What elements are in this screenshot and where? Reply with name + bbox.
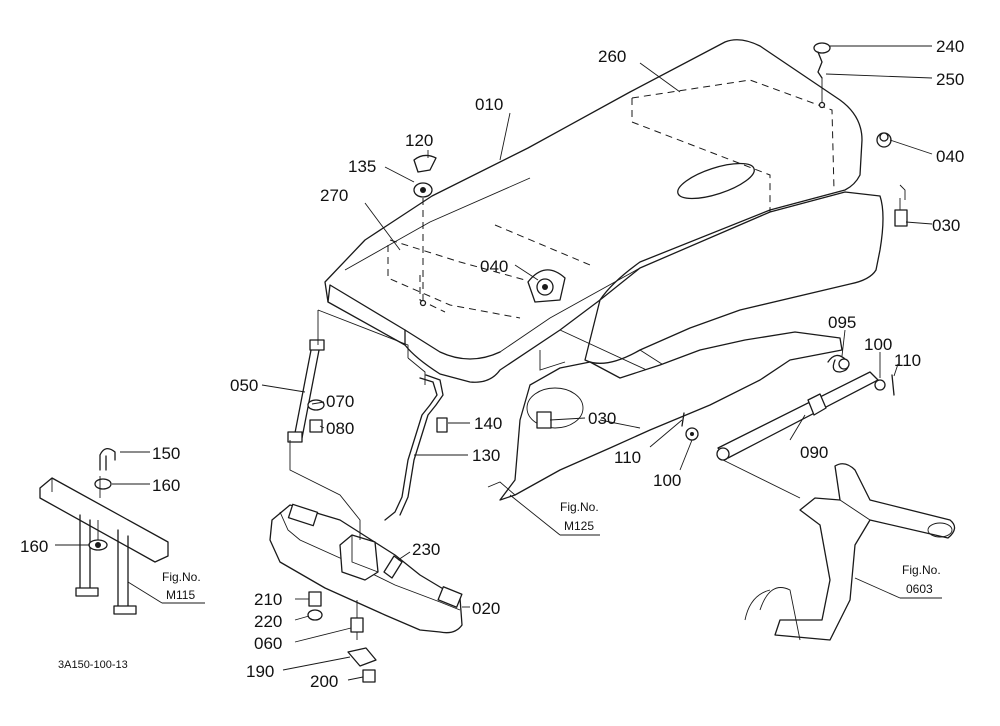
label-050: 050 <box>230 376 258 395</box>
ref-m115-line1[interactable]: Fig.No. <box>162 570 201 584</box>
ref-m125-line2[interactable]: M125 <box>564 519 594 533</box>
label-190: 190 <box>246 662 274 681</box>
label-160-top: 160 <box>152 476 180 495</box>
label-030-center: 030 <box>588 409 616 428</box>
label-090: 090 <box>800 443 828 462</box>
bumper-part <box>269 503 463 634</box>
bar-090-part <box>716 371 879 461</box>
label-160-left: 160 <box>20 537 48 556</box>
label-250: 250 <box>936 70 964 89</box>
hardware-parts <box>88 42 908 683</box>
label-070: 070 <box>326 392 354 411</box>
label-095: 095 <box>828 313 856 332</box>
ref-0603-line1[interactable]: Fig.No. <box>902 563 941 577</box>
stay-050-part <box>287 339 325 443</box>
drawing-code: 3A150-100-13 <box>58 659 128 671</box>
label-130: 130 <box>472 446 500 465</box>
side-panel-part <box>487 331 843 501</box>
label-040-center: 040 <box>480 257 508 276</box>
label-110-right: 110 <box>894 351 921 370</box>
ref-0603-line2[interactable]: 0603 <box>906 582 933 596</box>
label-110-center: 110 <box>614 448 641 467</box>
ref-m125-line1[interactable]: Fig.No. <box>560 500 599 514</box>
label-230: 230 <box>412 540 440 559</box>
frame-0603-part <box>744 463 956 641</box>
label-210: 210 <box>254 590 282 609</box>
label-120: 120 <box>405 131 433 150</box>
label-270: 270 <box>320 186 348 205</box>
label-030-right: 030 <box>932 216 960 235</box>
label-240: 240 <box>936 37 964 56</box>
ref-m115-line2[interactable]: M115 <box>166 588 195 602</box>
part-labels: 010 260 240 250 040 030 120 135 270 040 … <box>20 37 964 691</box>
label-100-right: 100 <box>864 335 892 354</box>
label-040-right: 040 <box>936 147 964 166</box>
label-260: 260 <box>598 47 626 66</box>
label-135: 135 <box>348 157 376 176</box>
guide-lines <box>97 184 906 540</box>
leader-lines <box>55 45 942 681</box>
label-100-center: 100 <box>653 471 681 490</box>
label-150: 150 <box>152 444 180 463</box>
figure-references: Fig.No. M125 Fig.No. M115 Fig.No. 0603 <box>162 500 941 602</box>
label-010: 010 <box>475 95 503 114</box>
label-220: 220 <box>254 612 282 631</box>
label-020: 020 <box>472 599 500 618</box>
label-060: 060 <box>254 634 282 653</box>
hood-part <box>324 39 884 391</box>
label-140: 140 <box>474 414 502 433</box>
rod-130-part <box>384 374 444 521</box>
label-200: 200 <box>310 672 338 691</box>
stand-m115-part <box>39 477 169 615</box>
label-080: 080 <box>326 419 354 438</box>
